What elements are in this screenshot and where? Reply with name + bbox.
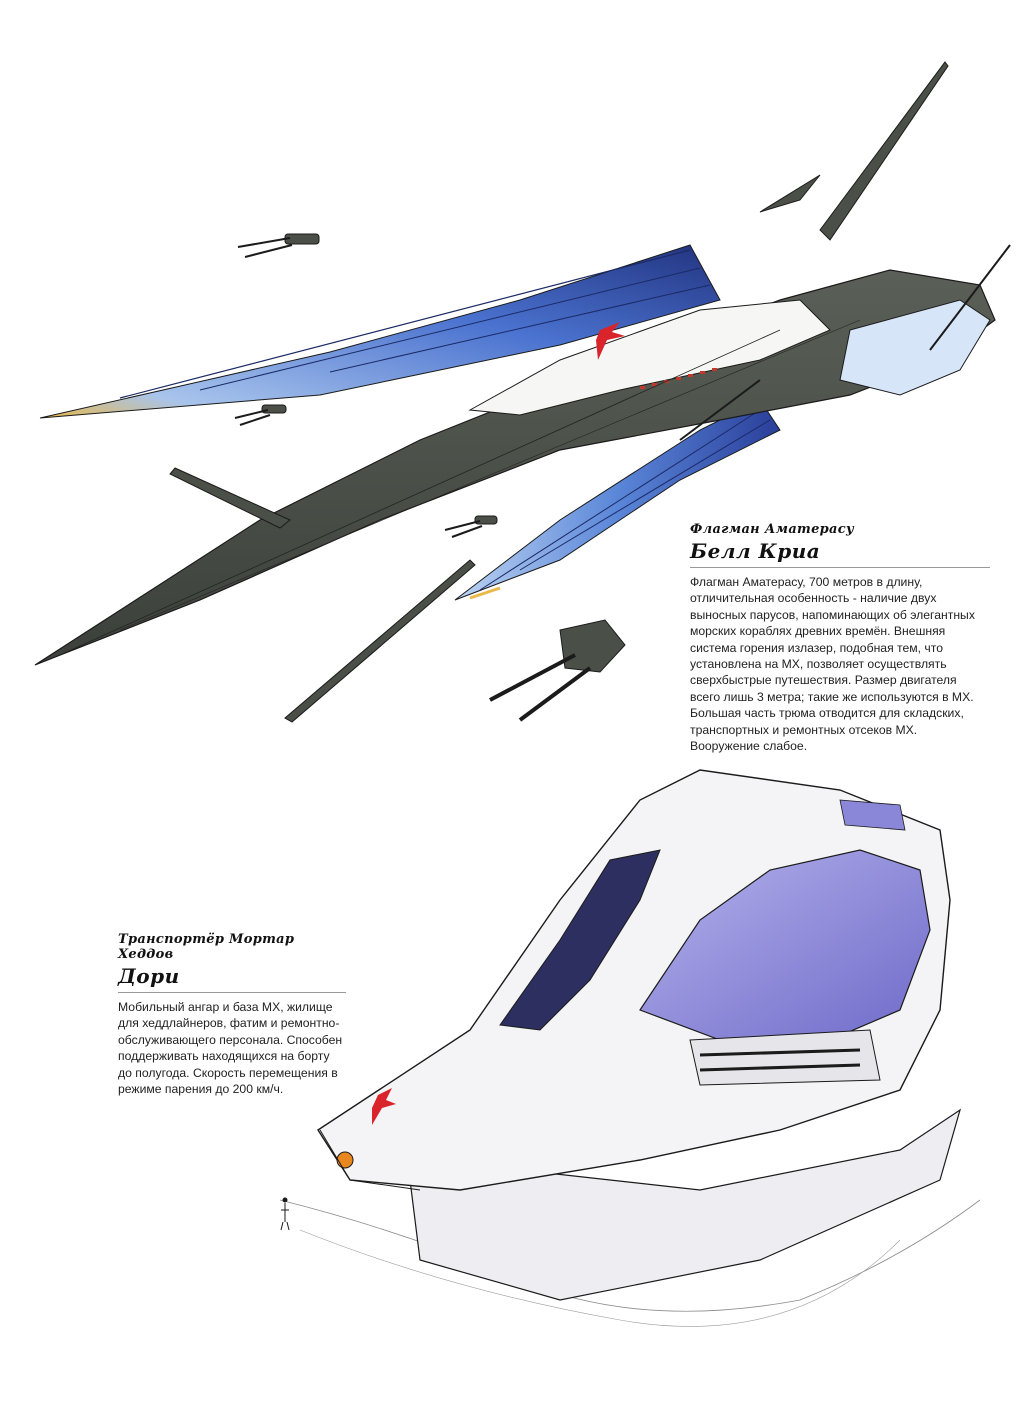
transport-description: Мобильный ангар и база MX, жилище для хе…: [118, 1000, 343, 1097]
upper-sail: [39, 244, 721, 419]
escort-ship-4: [489, 619, 626, 722]
transport-title: Дори: [118, 964, 180, 988]
transport-divider: [118, 992, 346, 993]
flagship-caption: Флагман Аматерасу Белл Криа Флагман Амат…: [690, 522, 990, 754]
lower-sail: [454, 399, 781, 601]
flagship-divider: [690, 567, 990, 568]
flagship-title: Белл Криа: [690, 539, 821, 563]
escort-ship-3: [444, 515, 498, 538]
flagship-subtitle: Флагман Аматерасу: [690, 522, 855, 537]
transport-caption: Транспортёр Мортар Хеддов Дори Мобильный…: [118, 932, 346, 1097]
transport-illustration: [279, 769, 981, 1327]
escort-ship-2: [234, 404, 287, 426]
transport-subtitle: Транспортёр Мортар Хеддов: [118, 932, 295, 962]
flagship-hull: [34, 269, 996, 666]
flagship-spikes: [169, 61, 1011, 723]
flagship-description: Флагман Аматерасу, 700 метров в длину, о…: [690, 575, 975, 754]
escort-ship-1: [237, 233, 320, 258]
